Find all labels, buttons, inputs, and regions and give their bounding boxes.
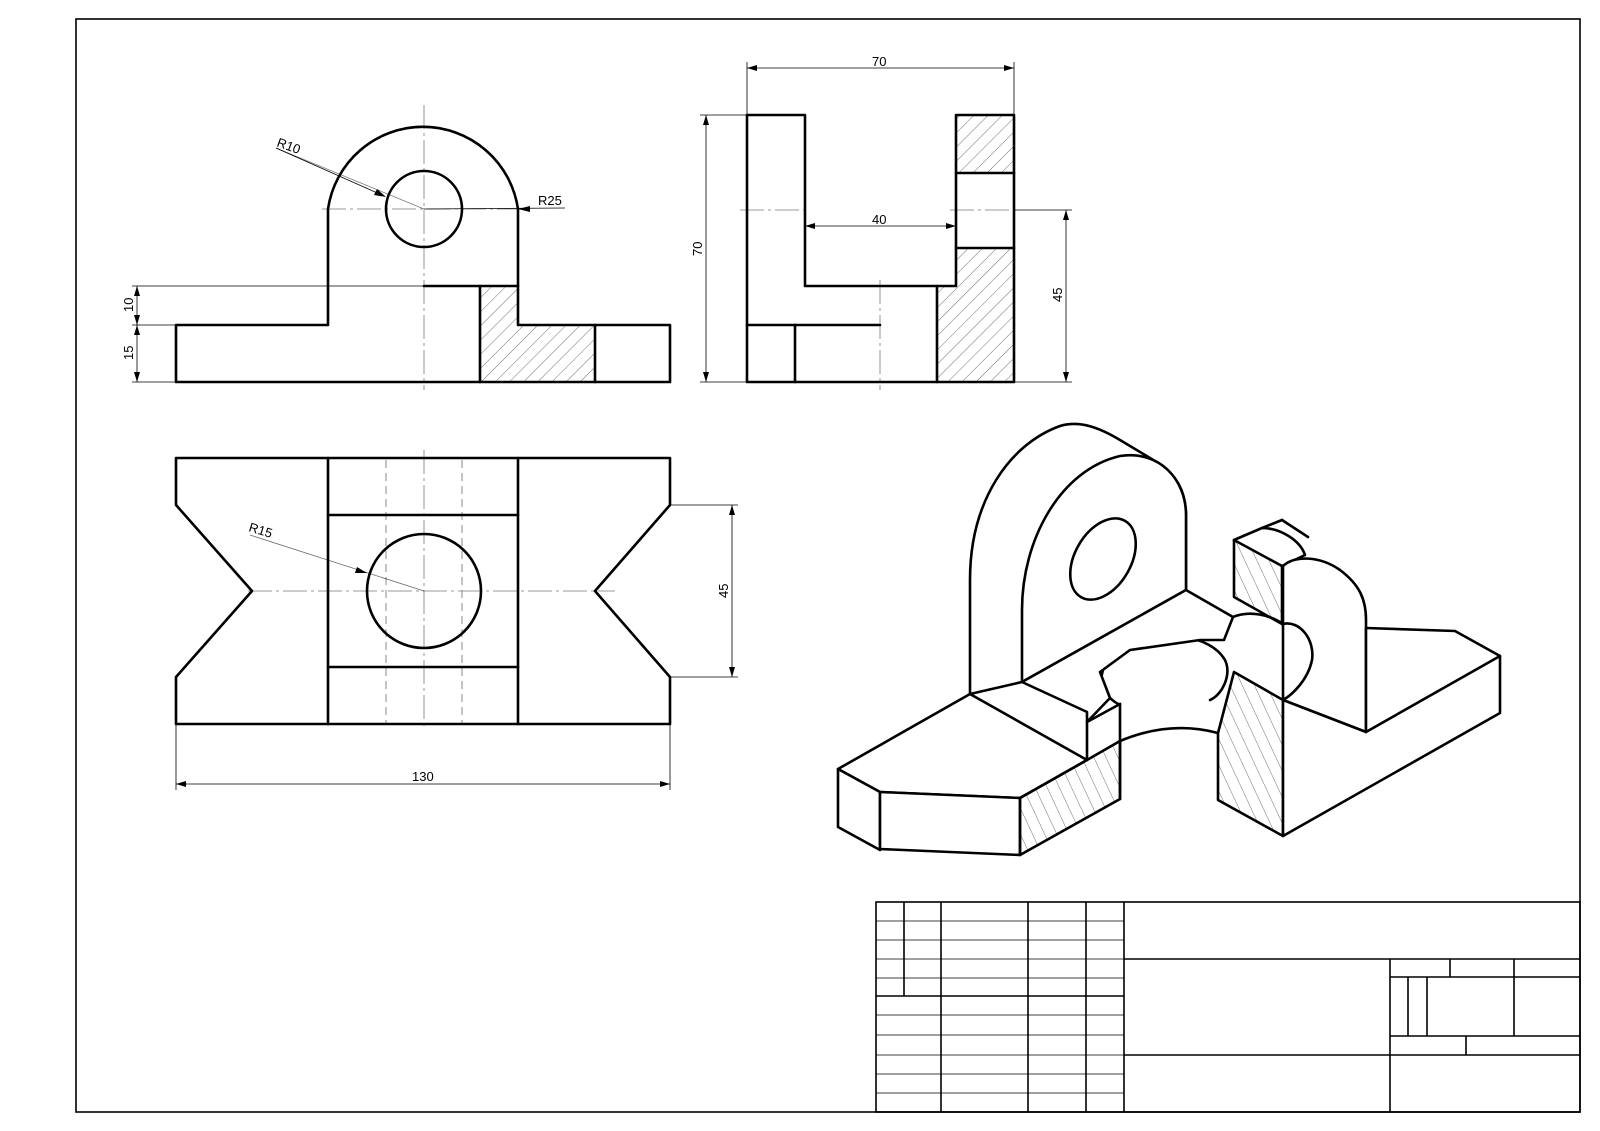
dim-70-horizontal: 70 — [872, 54, 886, 69]
dim-r25: R25 — [538, 193, 562, 208]
top-bore-circle — [365, 532, 483, 650]
top-dimensions: R15 45 130 — [175, 504, 738, 790]
side-dimensions: 70 70 40 45 — [690, 54, 1072, 383]
isometric-view — [836, 422, 1502, 857]
front-view — [174, 105, 672, 390]
dim-r15: R15 — [247, 520, 274, 541]
side-view — [740, 113, 1020, 390]
dim-70-vertical: 70 — [690, 242, 705, 256]
dim-130: 130 — [412, 769, 434, 784]
dim-40: 40 — [872, 212, 886, 227]
dim-45-top: 45 — [716, 584, 731, 598]
dim-15: 15 — [121, 346, 136, 360]
top-view — [174, 450, 672, 730]
dim-10: 10 — [121, 298, 136, 312]
dim-r10: R10 — [275, 135, 303, 157]
sheet-frame — [75, 18, 1581, 1113]
dim-45-side: 45 — [1050, 288, 1065, 302]
title-block — [875, 901, 1581, 1113]
front-dimensions: R10 R25 10 15 — [121, 135, 566, 383]
